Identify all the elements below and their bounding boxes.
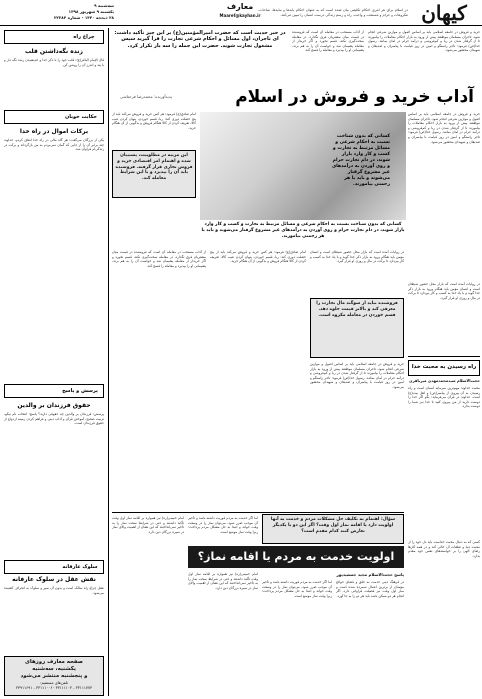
sidebar-tab-1: چراغ راه bbox=[4, 30, 104, 44]
right-column-body-2: کسی که به دنبال محبت خداست باید دل خود ر… bbox=[408, 540, 480, 558]
sidebar-tab-4: سلوک عارفانه bbox=[4, 560, 104, 574]
sidebar-divider bbox=[108, 28, 109, 696]
pull-quote-mid: فروشنده نباید از سوگند مال تجارت را معرف… bbox=[310, 298, 404, 358]
page-header: کیهان در اسلام برای هر امری احکام تکلیفی… bbox=[0, 0, 482, 26]
body-column-6: امام صادق(ع) فرمود: هر کس خرید و فروش می… bbox=[210, 250, 306, 264]
section-email[interactable]: Maaref@kayhan.ir bbox=[219, 13, 261, 18]
body-column-3: امام صادق(ع) فرمود: هر کس خرید و فروش می… bbox=[112, 112, 196, 130]
footer-line-2: یکشنبه، سه‌شنبه bbox=[32, 666, 76, 672]
lower-answer-label: پاسخ حجت‌الاسلام مجید جمشیدپور bbox=[336, 572, 404, 577]
sidebar-title-3: حقوق فرزندان بر والدین bbox=[17, 402, 91, 409]
lower-headline: اولویت خدمت به مردم یا اقامه نماز؟ bbox=[188, 546, 404, 568]
sidebar-tab-3: پرسش و پاسخ bbox=[4, 384, 104, 398]
body-column-2-top: از آداب مستحب در معامله آن است که فروشند… bbox=[292, 30, 364, 53]
lower-body-3: امام خمینی(ره) نیز همواره بر اقامه نماز … bbox=[188, 572, 258, 590]
right-box-title: راه رسیدن به محبت خدا bbox=[411, 364, 477, 370]
lower-body-col-mid-top: اما اگر خدمت به مردم فوریت داشته باشد و … bbox=[188, 516, 258, 534]
lower-body-1: در فرهنگ دینی خدمت به خلق و قضای حوائج م… bbox=[336, 580, 404, 598]
lower-body-col-left: امام خمینی(ره) نیز همواره بر اقامه نماز … bbox=[112, 516, 184, 534]
feature-top: خرید و فروش در جامعه اسلامی باید بر اساس… bbox=[110, 28, 480, 80]
right-column-body-1: محبت خداوند مهم‌ترین سرمایه انسان است و … bbox=[408, 386, 480, 409]
sidebar-tab-1-label: چراغ راه bbox=[73, 34, 95, 40]
sidebar-tab-4-label: سلوک عارفانه bbox=[62, 564, 98, 570]
right-box-author: حجت‌الاسلام سیدمحمدمهدی میرباقری bbox=[409, 378, 480, 383]
lower-rule bbox=[112, 512, 404, 513]
date-line: سه‌شنبه ۹ یکشنبه ۹ شهریور ۱۳۹۸ ۲۸ ذیحجه … bbox=[4, 3, 114, 21]
main-headline: آداب خرید و فروش در اسلام bbox=[235, 87, 474, 107]
body-column-9: در روایات آمده است که بازار محل حضور شیط… bbox=[408, 282, 480, 300]
headline-block: آداب خرید و فروش در اسلام پدیدآورنده: مح… bbox=[112, 86, 480, 116]
date-line-3: ۲۸ ذیحجه ۱۴۴۰ - شماره ۲۲۲۸۴ bbox=[53, 15, 114, 20]
footer-line-5: ۳۳۹۱۱۶۹۱ - ۳۳۱۱۱۰۰۶۰ ۳۳۱۱۱۱۰۳ - ۳۳۱۱۱۷۷۳ bbox=[15, 685, 93, 690]
newspaper-logo[interactable]: کیهان bbox=[421, 1, 468, 25]
sidebar-text-1: قال الإمام الباقر(ع): قلب خود را با ذکر … bbox=[4, 58, 104, 67]
body-column-8: خرید و فروش در جامعه اسلامی باید بر اساس… bbox=[310, 362, 404, 389]
sidebar-tab-3-label: پرسش و پاسخ bbox=[62, 388, 98, 394]
body-column-7: در روایات آمده است که بازار محل حضور شیط… bbox=[310, 250, 404, 264]
sidebar-title-1: زنده نگه‌داشتن قلب bbox=[25, 48, 83, 55]
body-column-1: خرید و فروش در جامعه اسلامی باید بر اساس… bbox=[408, 112, 480, 144]
body-column-1-top: خرید و فروش در جامعه اسلامی باید بر اساس… bbox=[368, 30, 480, 53]
header-intro: در اسلام برای هر امری احکام تکلیفی بیان … bbox=[258, 8, 408, 17]
sidebar-text-3: پرسش: فرزندان بر والدین چه حقوقی دارند؟ … bbox=[4, 412, 104, 426]
lower-body-2: اما اگر خدمت به مردم فوریت داشته باشد و … bbox=[262, 580, 332, 598]
sidebar-title-2: برکات اموال در راه خدا bbox=[19, 128, 89, 135]
card-payment-photo bbox=[200, 112, 406, 220]
pull-quote-left: این مرتبه در مطلوبیت، پشتیبان شده و اهتم… bbox=[112, 150, 196, 198]
right-rule bbox=[408, 356, 480, 357]
photo-caption: کسانی که بدون شناخت نسبت به احکام شرعی و… bbox=[201, 222, 405, 239]
sidebar-text-4: عقل چراغ راه سالک است و بدون آن سیر و سل… bbox=[4, 586, 104, 595]
right-box-header: راه رسیدن به محبت خدا bbox=[408, 360, 480, 376]
date-line-1: سه‌شنبه ۹ bbox=[94, 3, 114, 8]
sidebar-tab-2-label: حکایت خوبان bbox=[64, 114, 98, 120]
body-column-5: از آداب مستحب در معامله آن است که فروشند… bbox=[112, 250, 206, 268]
feature-quote: در خبر حدیث است که حضرت امیرالمؤمنین(ع) … bbox=[114, 30, 286, 49]
photo-overlay-quote: کسانی که بدون شناخت نسبت به احکام شرعی و… bbox=[331, 134, 390, 187]
footer-line-1: صفحه معارف روزهای bbox=[24, 659, 84, 665]
sidebar-text-2: یکی از بزرگان می‌گفت: هر گاه مالی در راه… bbox=[4, 138, 104, 152]
sidebar-footer: صفحه معارف روزهای یکشنبه، سه‌شنبه و پنجش… bbox=[4, 656, 104, 696]
sidebar-title-4: نقش عقل در سلوک عارفانه bbox=[12, 576, 96, 583]
main-kicker: پدیدآورنده: محمدرضا فرحتاشی bbox=[120, 94, 172, 99]
lower-question-box: سؤال: اهتمام به تکلیف حل مشکلات مردم و خ… bbox=[262, 514, 404, 544]
date-line-2: یکشنبه ۹ شهریور ۱۳۹۸ bbox=[68, 9, 114, 14]
sidebar-tab-2: حکایت خوبان bbox=[4, 110, 104, 124]
footer-line-4: تلفن‌های مستقیم: bbox=[40, 680, 68, 685]
section-title: معارف bbox=[226, 2, 254, 11]
footer-line-3: و پنجشنبه منتشر می‌شود bbox=[20, 673, 88, 679]
